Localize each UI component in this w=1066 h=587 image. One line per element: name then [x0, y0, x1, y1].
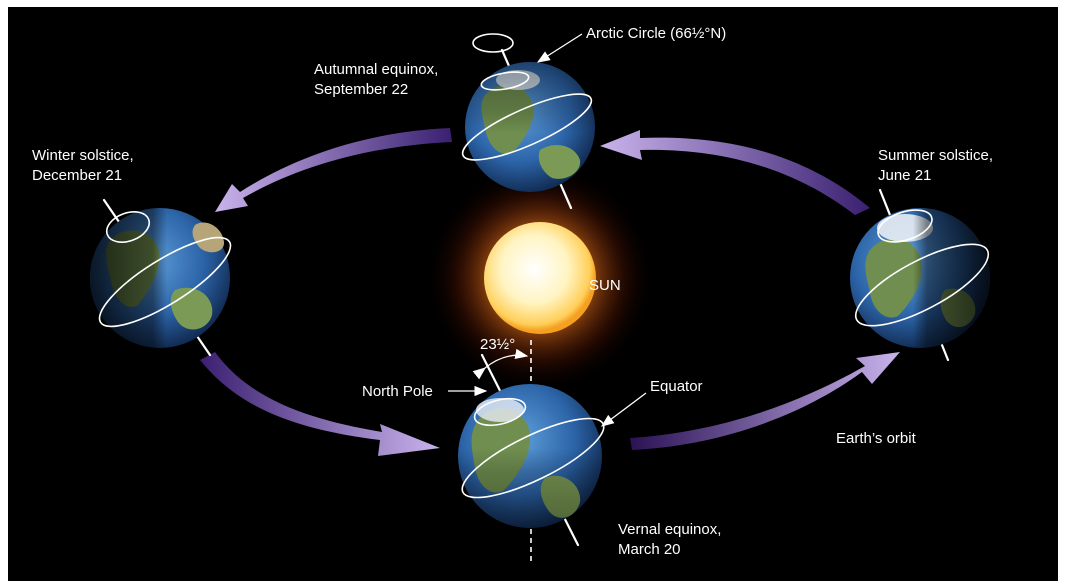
tilt-angle-arc	[472, 348, 529, 380]
earth-winter-solstice	[90, 198, 232, 357]
autumnal-line2: September 22	[314, 81, 408, 98]
north-pole-label: North Pole	[362, 383, 433, 400]
equator-label: Equator	[650, 378, 703, 395]
tilt-angle-label: 23½°	[480, 336, 515, 353]
winter-line2: December 21	[32, 167, 122, 184]
arctic-circle-label: Arctic Circle (66½°N)	[586, 25, 726, 42]
sun-label: SUN	[589, 277, 621, 294]
equator-pointer	[600, 392, 647, 427]
earth-summer-solstice	[850, 188, 990, 362]
vernal-line1: Vernal equinox,	[618, 521, 721, 538]
orbit-arrow-lower-left	[200, 352, 440, 456]
seasons-diagram: SUN Earth’s orbit Autumnal equinox, Sept…	[32, 25, 993, 565]
summer-line2: June 21	[878, 167, 931, 184]
equator-line	[461, 93, 593, 161]
arctic-circle-line	[480, 71, 530, 91]
orbit-arrow-upper-left	[215, 128, 452, 212]
earth-autumnal-equinox	[461, 33, 595, 210]
arctic-circle-line	[473, 397, 527, 427]
vernal-line2: March 20	[618, 541, 681, 558]
sun	[484, 222, 596, 334]
earth-vernal-equinox	[458, 340, 605, 565]
arctic-circle-line	[877, 209, 933, 243]
orbit-arrow-top	[600, 130, 870, 215]
arctic-circle-pointer	[536, 33, 583, 63]
rotation-indicator	[472, 33, 514, 53]
orbit-arrow-lower-right	[630, 352, 900, 450]
orbit-label: Earth’s orbit	[836, 430, 917, 447]
autumnal-line1: Autumnal equinox,	[314, 61, 438, 78]
winter-line1: Winter solstice,	[32, 147, 134, 164]
arctic-circle-line	[105, 211, 151, 243]
diagram-canvas: SUN Earth’s orbit Autumnal equinox, Sept…	[8, 7, 1058, 581]
equator-line	[854, 243, 990, 327]
equator-line	[98, 236, 232, 328]
summer-line1: Summer solstice,	[878, 147, 993, 164]
